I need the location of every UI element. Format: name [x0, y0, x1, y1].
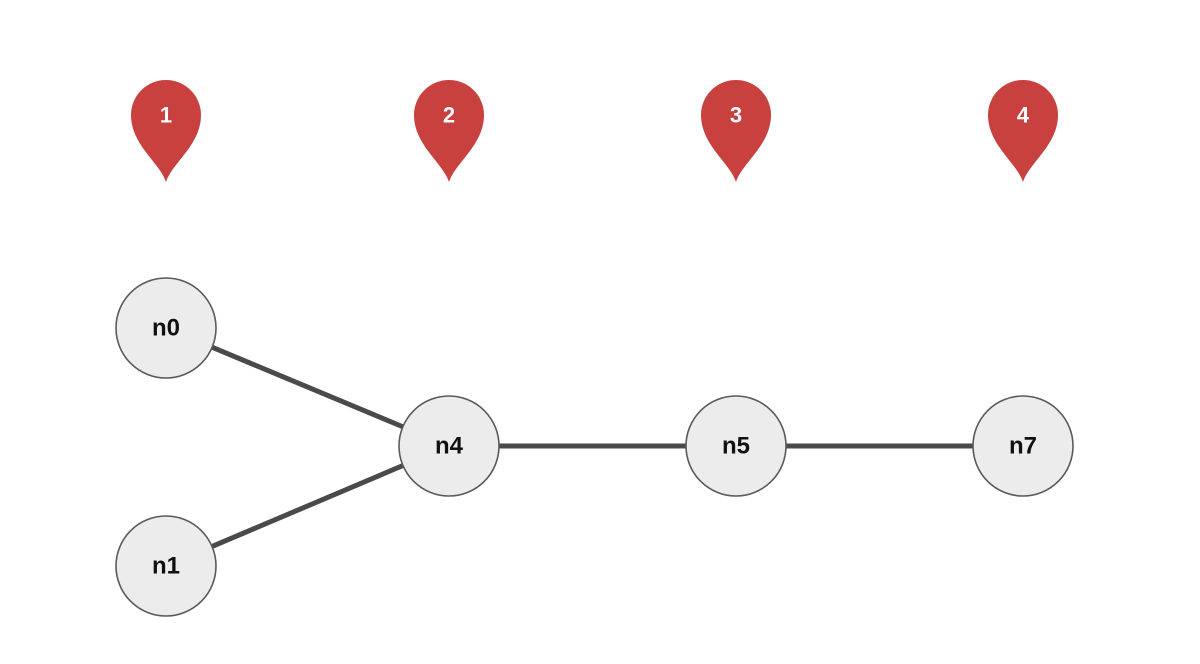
markers-layer: 1 2 3 4: [130, 79, 1058, 182]
graph-node-n1: n1: [115, 515, 217, 617]
map-pin-marker-3: 3: [701, 80, 771, 182]
graph-node-n5: n5: [685, 395, 787, 497]
graph-node-n4: n4: [398, 395, 500, 497]
map-pin-icon: [414, 80, 484, 182]
map-pin-icon: [701, 80, 771, 182]
map-pin-icon: [130, 79, 201, 182]
node-circle: [398, 395, 500, 497]
edge-n1-n4: [165, 443, 450, 569]
edges-layer: [165, 325, 1023, 569]
map-pin-label: 1: [160, 103, 172, 128]
map-pin-icon: [988, 80, 1058, 182]
edge-n0-n4: [165, 325, 450, 449]
node-circle: [685, 395, 787, 497]
nodes-layer: n0 n1 n4 n5 n7: [115, 277, 1074, 617]
map-pin-marker-4: 4: [988, 80, 1058, 182]
graph-node-n0: n0: [115, 277, 217, 379]
graph-node-n7: n7: [972, 395, 1074, 497]
node-label: n5: [722, 433, 750, 460]
node-label: n4: [435, 433, 464, 460]
map-pin-label: 4: [1017, 103, 1030, 128]
node-label: n7: [1009, 433, 1037, 460]
node-label: n0: [152, 315, 180, 342]
node-circle: [972, 395, 1074, 497]
map-pin-label: 2: [443, 103, 455, 128]
map-pin-marker-2: 2: [414, 80, 484, 182]
map-pin-marker-1: 1: [130, 79, 201, 182]
node-circle: [115, 277, 217, 379]
map-pin-label: 3: [730, 103, 742, 128]
node-circle: [115, 515, 217, 617]
node-label: n1: [152, 553, 180, 580]
